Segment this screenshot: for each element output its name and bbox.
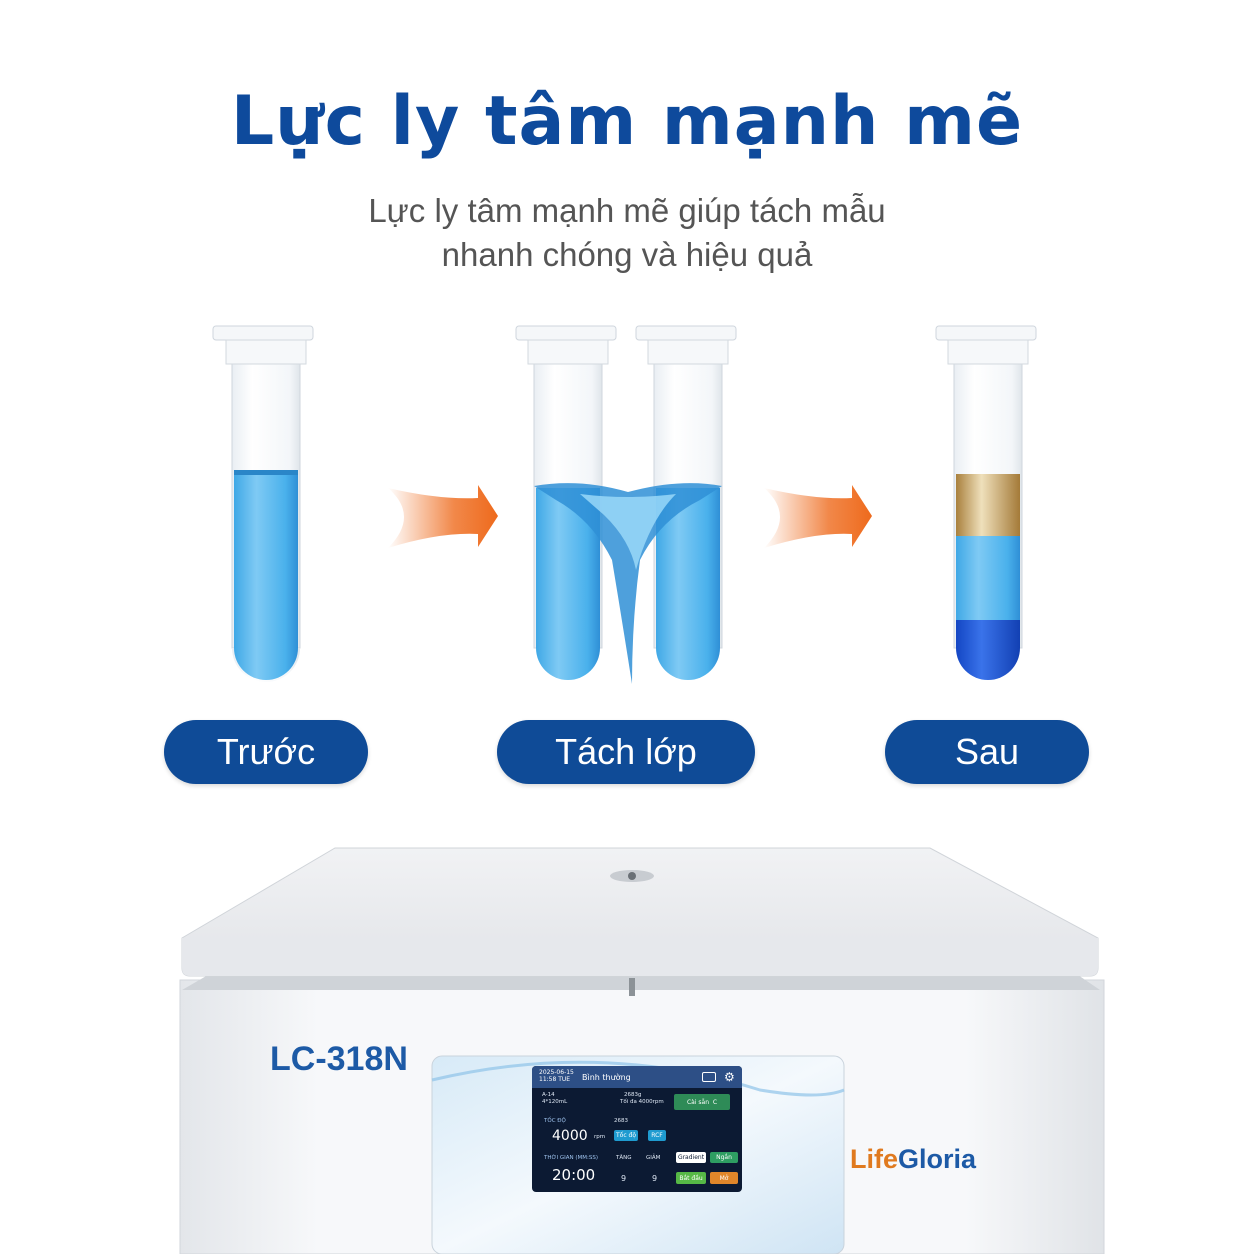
accel-label: TĂNG (616, 1155, 632, 1161)
arrow-right-1 (388, 485, 498, 548)
brand-logo: LifeGloria (850, 1144, 976, 1175)
tube-before (212, 325, 314, 682)
stage-label-before: Trước (164, 720, 368, 784)
short-button[interactable]: Ngắn (710, 1152, 738, 1163)
open-button[interactable]: Mở (710, 1172, 738, 1184)
rcf-mode-button[interactable]: RCF (648, 1130, 666, 1141)
rcf-value: 2683 (614, 1118, 628, 1124)
screen-status: Bình thường (582, 1073, 631, 1082)
device-model-label: LC-318N (270, 1040, 408, 1078)
subtitle-line-1: Lực ly tâm mạnh mẽ giúp tách mẫu (368, 192, 886, 229)
page-title: Lực ly tâm mạnh mẽ (230, 82, 1024, 161)
brand-life: Life (850, 1144, 899, 1174)
speed-mode-button[interactable]: Tốc độ (614, 1130, 638, 1141)
accel-value: 9 (621, 1174, 627, 1183)
volume-label: 4*120mL (542, 1099, 568, 1105)
keyboard-icon[interactable] (702, 1072, 716, 1082)
brand-gloria: Gloria (898, 1144, 977, 1174)
speed-unit: rpm (594, 1134, 606, 1140)
start-button[interactable]: Bắt đầu (676, 1172, 706, 1184)
tube-after (935, 325, 1037, 680)
screen-status-bar (532, 1066, 742, 1088)
centrifuge (179, 847, 1105, 1254)
decel-label: GIẢM (646, 1155, 661, 1161)
rotor-label: A-14 (542, 1092, 555, 1098)
rcf-max-label: 2683g (624, 1092, 642, 1098)
vortex-splash (534, 483, 722, 684)
preset-button[interactable]: Cài sẵn C (674, 1094, 730, 1110)
subtitle-line-2: nhanh chóng và hiệu quả (441, 236, 813, 273)
gear-icon[interactable]: ⚙ (724, 1070, 735, 1084)
stage-label-after: Sau (885, 720, 1089, 784)
time-label: THỜI GIAN (MM:SS) (544, 1155, 599, 1161)
gradient-button[interactable]: Gradient (676, 1152, 706, 1163)
rpm-max-label: Tối đa 4000rpm (620, 1099, 664, 1105)
speed-value: 4000 (552, 1128, 588, 1144)
arrow-right-2 (764, 485, 872, 548)
stage-label-separating: Tách lớp (497, 720, 755, 784)
time-value: 20:00 (552, 1166, 596, 1184)
decel-value: 9 (652, 1174, 658, 1183)
speed-label: TỐC ĐỘ (544, 1118, 566, 1124)
